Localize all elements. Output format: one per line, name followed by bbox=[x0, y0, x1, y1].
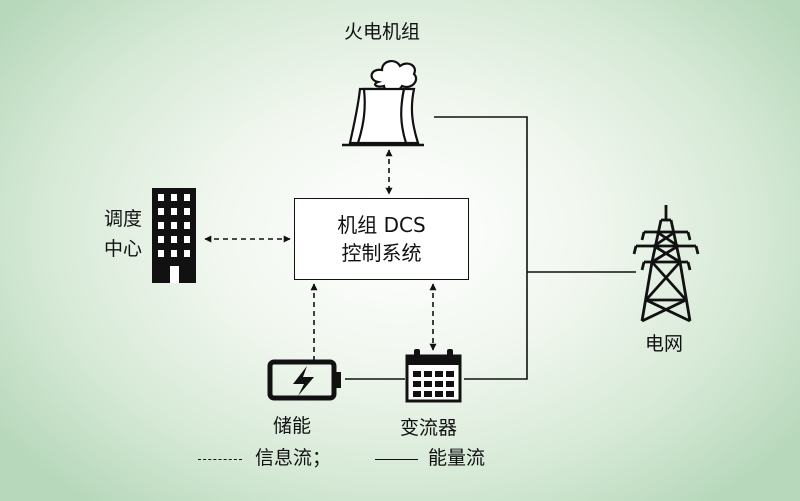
grid-label: 电网 bbox=[645, 333, 684, 355]
dispatch-center-label-line2: 中心 bbox=[104, 238, 143, 260]
energy-flow-lines bbox=[345, 116, 636, 380]
legend-energy-flow: 能量流 bbox=[428, 447, 486, 469]
dispatch-center-label-line1: 调度 bbox=[104, 208, 143, 230]
info-flow-arrows bbox=[204, 149, 437, 362]
converter-icon bbox=[405, 349, 462, 403]
dcs-control-system-box: 机组 DCS 控制系统 bbox=[294, 198, 469, 280]
converter-label: 变流器 bbox=[400, 417, 458, 439]
thermal-unit-label: 火电机组 bbox=[344, 21, 421, 43]
transmission-tower-icon bbox=[632, 205, 700, 323]
dcs-label-line2: 控制系统 bbox=[341, 241, 422, 265]
legend-info-flow: 信息流； bbox=[255, 447, 332, 469]
battery-icon bbox=[267, 359, 341, 401]
cooling-tower-icon bbox=[342, 60, 424, 147]
dcs-label-line1: 机组 DCS bbox=[337, 213, 426, 237]
building-icon bbox=[152, 188, 196, 283]
legend-dashed-line bbox=[198, 459, 242, 460]
storage-label: 储能 bbox=[273, 415, 312, 437]
legend-solid-line bbox=[375, 459, 418, 460]
